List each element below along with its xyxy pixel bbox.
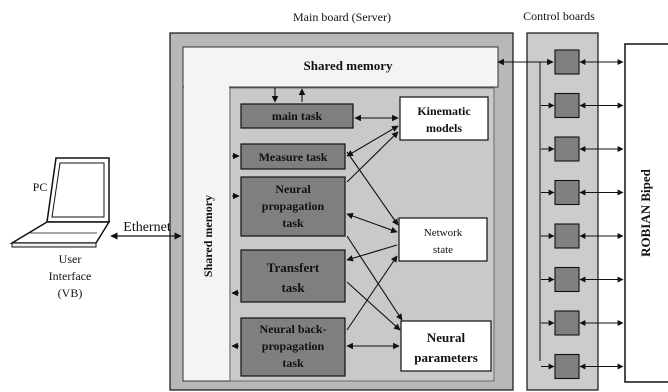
control-board-chip [554,49,580,75]
arrow-transfert-params [346,281,401,331]
control-board-chip [554,310,580,336]
laptop-icon [9,157,111,248]
arrow-neuralprop-kinematic [346,131,399,183]
robian-biped-label: ROBIAN Biped [638,168,653,257]
measure-task-box [240,143,346,170]
neural-propagation-task-box [240,176,346,237]
shared-memory-joint [184,86,229,89]
control-board-chip [554,92,580,119]
shared-memory-top-label: Shared memory [304,58,393,73]
neural-parameters-box [400,320,492,372]
robian-biped-box [624,43,668,383]
control-board-chip [554,353,580,380]
transfert-task-box [240,249,346,303]
shared-memory-top-block [182,46,499,88]
user-interface-line-3: (VB) [58,286,83,300]
arrow-neuralprop-network [346,212,398,234]
control-board-chip [554,136,580,162]
network-state-box [398,217,488,262]
arrow-backprop-network [346,255,398,331]
kinematic-line-1: Kinematic [417,104,471,118]
backprop-line-3: task [282,356,304,370]
measure-task-label: Measure task [259,150,328,164]
backprop-line-1: Neural back- [260,322,327,336]
network-state-line-2: state [433,244,453,256]
neural-parameters-line-2: parameters [414,350,478,365]
main-board-header: Main board (Server) [293,10,391,24]
pc-label: PC [33,180,48,194]
control-board-chips [541,49,624,380]
neural-parameters-line-1: Neural [427,330,466,345]
arrow-measure-network [346,151,399,226]
main-task-box [240,103,354,129]
neural-backpropagation-task-box [240,317,346,377]
kinematic-line-2: models [426,121,462,135]
arrow-neuralprop-params [346,235,403,321]
shared-memory-side-label: Shared memory [201,195,215,277]
control-boards-header: Control boards [523,9,595,23]
main-task-label: main task [272,109,323,123]
neural-propagation-line-1: Neural [275,182,311,196]
control-boards-frame [526,32,599,391]
internal-arrows [231,88,403,350]
backprop-line-2: propagation [262,339,325,353]
control-board-chip [554,223,580,249]
ethernet-label: Ethernet [123,220,171,235]
transfert-line-1: Transfert [267,260,320,275]
user-interface-line-1: User [59,252,82,266]
control-board-chip [554,266,580,293]
kinematic-models-box [399,96,489,141]
neural-propagation-line-3: task [282,216,304,230]
arrow-network-transfert [346,244,398,262]
user-interface-line-2: Interface [49,269,92,283]
control-board-chip [554,179,580,206]
neural-propagation-line-2: propagation [262,199,325,213]
transfert-line-2: task [281,280,305,295]
arrow-measure-kinematic [346,125,399,157]
network-state-line-1: Network [424,227,463,239]
